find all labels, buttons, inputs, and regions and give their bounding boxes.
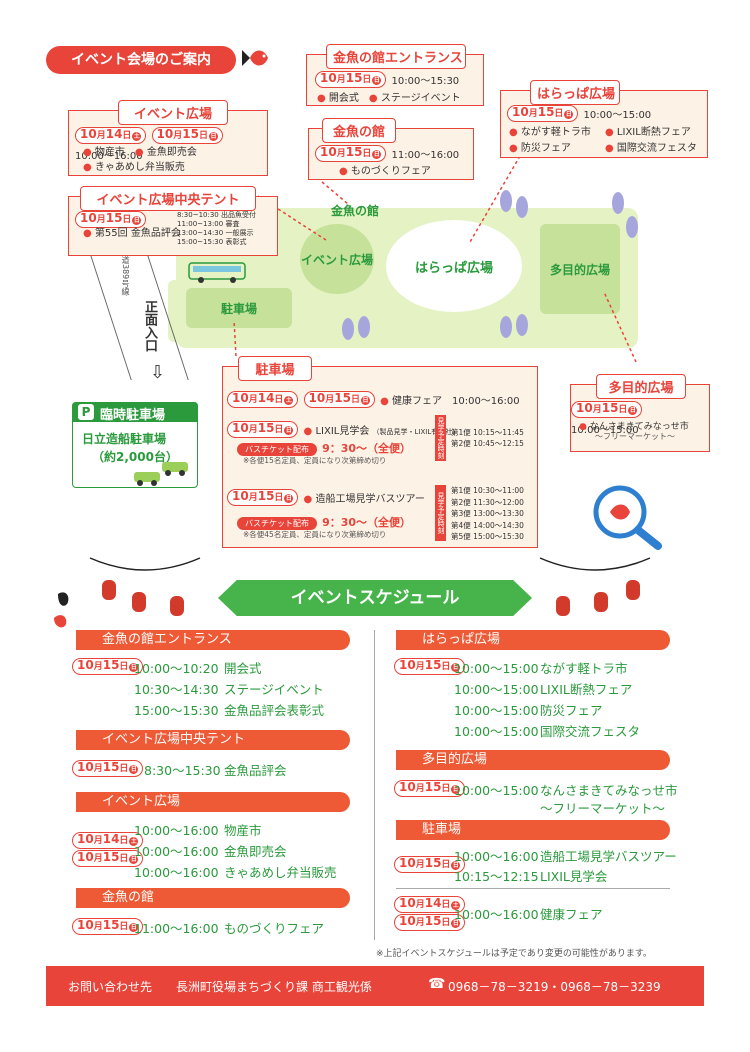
footer-bar (46, 966, 704, 1006)
schedule-divider (374, 630, 375, 940)
date-badge-15: 10月15日日 (394, 780, 466, 797)
schedule-title: イベントスケジュール (218, 580, 532, 616)
map-parking: 駐車場 (186, 288, 292, 328)
date-badge-15: 10月15日日 (394, 856, 466, 873)
goldfish-icon (50, 584, 80, 634)
entrance-title: 金魚の館エントランス (326, 44, 466, 69)
temp-parking-capacity: （約2,000台） (92, 450, 178, 464)
schedule-section-title: イベント広場 (76, 792, 350, 812)
lantern-icon (102, 580, 116, 600)
tree-icon (626, 216, 638, 238)
harappa-title: はらっぱ広場 (530, 80, 620, 105)
schedule-row: 10:00～15:00防災フェア (454, 703, 603, 718)
date-badge-15: 10月15日日 (151, 127, 223, 144)
tree-icon (500, 316, 512, 338)
magnifier-goldfish-icon (588, 482, 670, 552)
lantern-icon (556, 596, 570, 616)
harappa-box: 10月15日日 10:00～15:00 ● ながす軽トラ市 ● LIXIL断熱フ… (500, 90, 708, 158)
map-harappa: はらっぱ広場 (386, 220, 522, 312)
tree-icon (612, 192, 624, 214)
lantern-icon (132, 592, 146, 612)
schedule-row: 10:00～15:00ながす軽トラ市 (454, 661, 628, 676)
lantern-icon (170, 596, 184, 616)
schedule-row: 10:00～16:00造船工場見学バスツアー (454, 849, 677, 864)
schedule-section-title: イベント広場中央テント (76, 730, 350, 750)
temp-parking-header (72, 402, 198, 422)
car-icon (132, 458, 190, 488)
schedule-section-title: 駐車場 (396, 820, 670, 840)
schedule-section-title: はらっぱ広場 (396, 630, 670, 650)
schedule-section-title: 金魚の館エントランス (76, 630, 350, 650)
map-kingyo-hall: 金魚の館 (330, 203, 379, 218)
schedule-row: 10:00～15:00国際交流フェスタ (454, 724, 641, 739)
goldfish-icon (240, 40, 274, 76)
schedule-row: 10:00～16:00健康フェア (454, 907, 603, 922)
footer-tel: 0968－78－3219・0968－78－3239 (448, 980, 661, 994)
footnote: ※上記イベントスケジュールは予定であり変更の可能性があります。 (376, 949, 652, 959)
lantern-strings (89, 557, 651, 571)
date-badge-15: 10月15日日 (227, 421, 299, 438)
tree-icon (358, 316, 370, 338)
lantern-icon (626, 580, 640, 600)
main-gate-label: 正面入口 (142, 300, 157, 352)
schedule-row: 10:00～15:00なんさまきてみなっせ市 (454, 783, 678, 798)
parking-box: 10月14日土 10月15日日 ● 健康フェア 10:00～16:00 10月1… (222, 366, 538, 548)
date-badge-15: 10月15日日 (315, 145, 387, 162)
map-event-plaza: イベント広場 (300, 224, 374, 294)
schedule-separator (396, 888, 670, 889)
schedule-row: 10:15～12:15LIXIL見学会 (454, 869, 608, 884)
center-tent-title: イベント広場中央テント (80, 186, 256, 211)
date-badge-14: 10月14日土 (75, 127, 147, 144)
lantern-icon (594, 592, 608, 612)
temp-parking-name: 日立造船駐車場 (82, 432, 167, 446)
bus-icon (188, 262, 246, 284)
date-badge-15: 10月15日日 (315, 71, 387, 88)
tree-icon (516, 196, 528, 218)
schedule-section-title: 金魚の館 (76, 888, 350, 908)
kingyo-hall-title: 金魚の館 (322, 118, 396, 143)
date-badge-14: 10月14日土 (394, 896, 466, 913)
date-badge-14: 10月14日土 (72, 832, 144, 849)
schedule-row: ～フリーマーケット～ (540, 801, 666, 816)
route-label: 国道389号線 (121, 248, 130, 296)
tree-icon (500, 190, 512, 212)
date-badge-15: 10月15日日 (75, 211, 147, 228)
date-badge-15: 10月15日日 (303, 391, 375, 408)
schedule-section-title: 多目的広場 (396, 750, 670, 770)
parking-badge: P (78, 404, 94, 420)
tree-icon (342, 318, 354, 340)
date-badge-15: 10月15日日 (72, 850, 144, 867)
multi-title: 多目的広場 (596, 374, 686, 399)
map-multi: 多目的広場 (540, 224, 620, 314)
date-badge-15: 10月15日日 (571, 401, 643, 418)
date-badge-15: 10月15日日 (394, 914, 466, 931)
footer-label: お問い合わせ先 (68, 980, 153, 994)
tree-icon (516, 314, 528, 336)
arrow-down-icon: ⇩ (150, 362, 166, 383)
guide-title: イベント会場のご案内 (46, 46, 236, 74)
date-badge-15: 10月15日日 (72, 918, 144, 935)
phone-icon: ☎ (428, 976, 446, 992)
date-badge-14: 10月14日土 (227, 391, 299, 408)
temp-parking-title: 臨時駐車場 (100, 408, 166, 423)
date-badge-15: 10月15日日 (394, 658, 466, 675)
date-badge-15: 10月15日日 (72, 760, 144, 777)
date-badge-15: 10月15日日 (72, 658, 144, 675)
event-plaza-title: イベント広場 (118, 100, 228, 125)
date-badge-15: 10月15日日 (507, 105, 579, 122)
schedule-row: 10:00～15:00LIXIL断熱フェア (454, 682, 633, 697)
footer-org: 長洲町役場まちづくり課 商工観光係 (176, 980, 372, 994)
parking-title: 駐車場 (238, 356, 312, 381)
date-badge-15: 10月15日日 (227, 489, 299, 506)
